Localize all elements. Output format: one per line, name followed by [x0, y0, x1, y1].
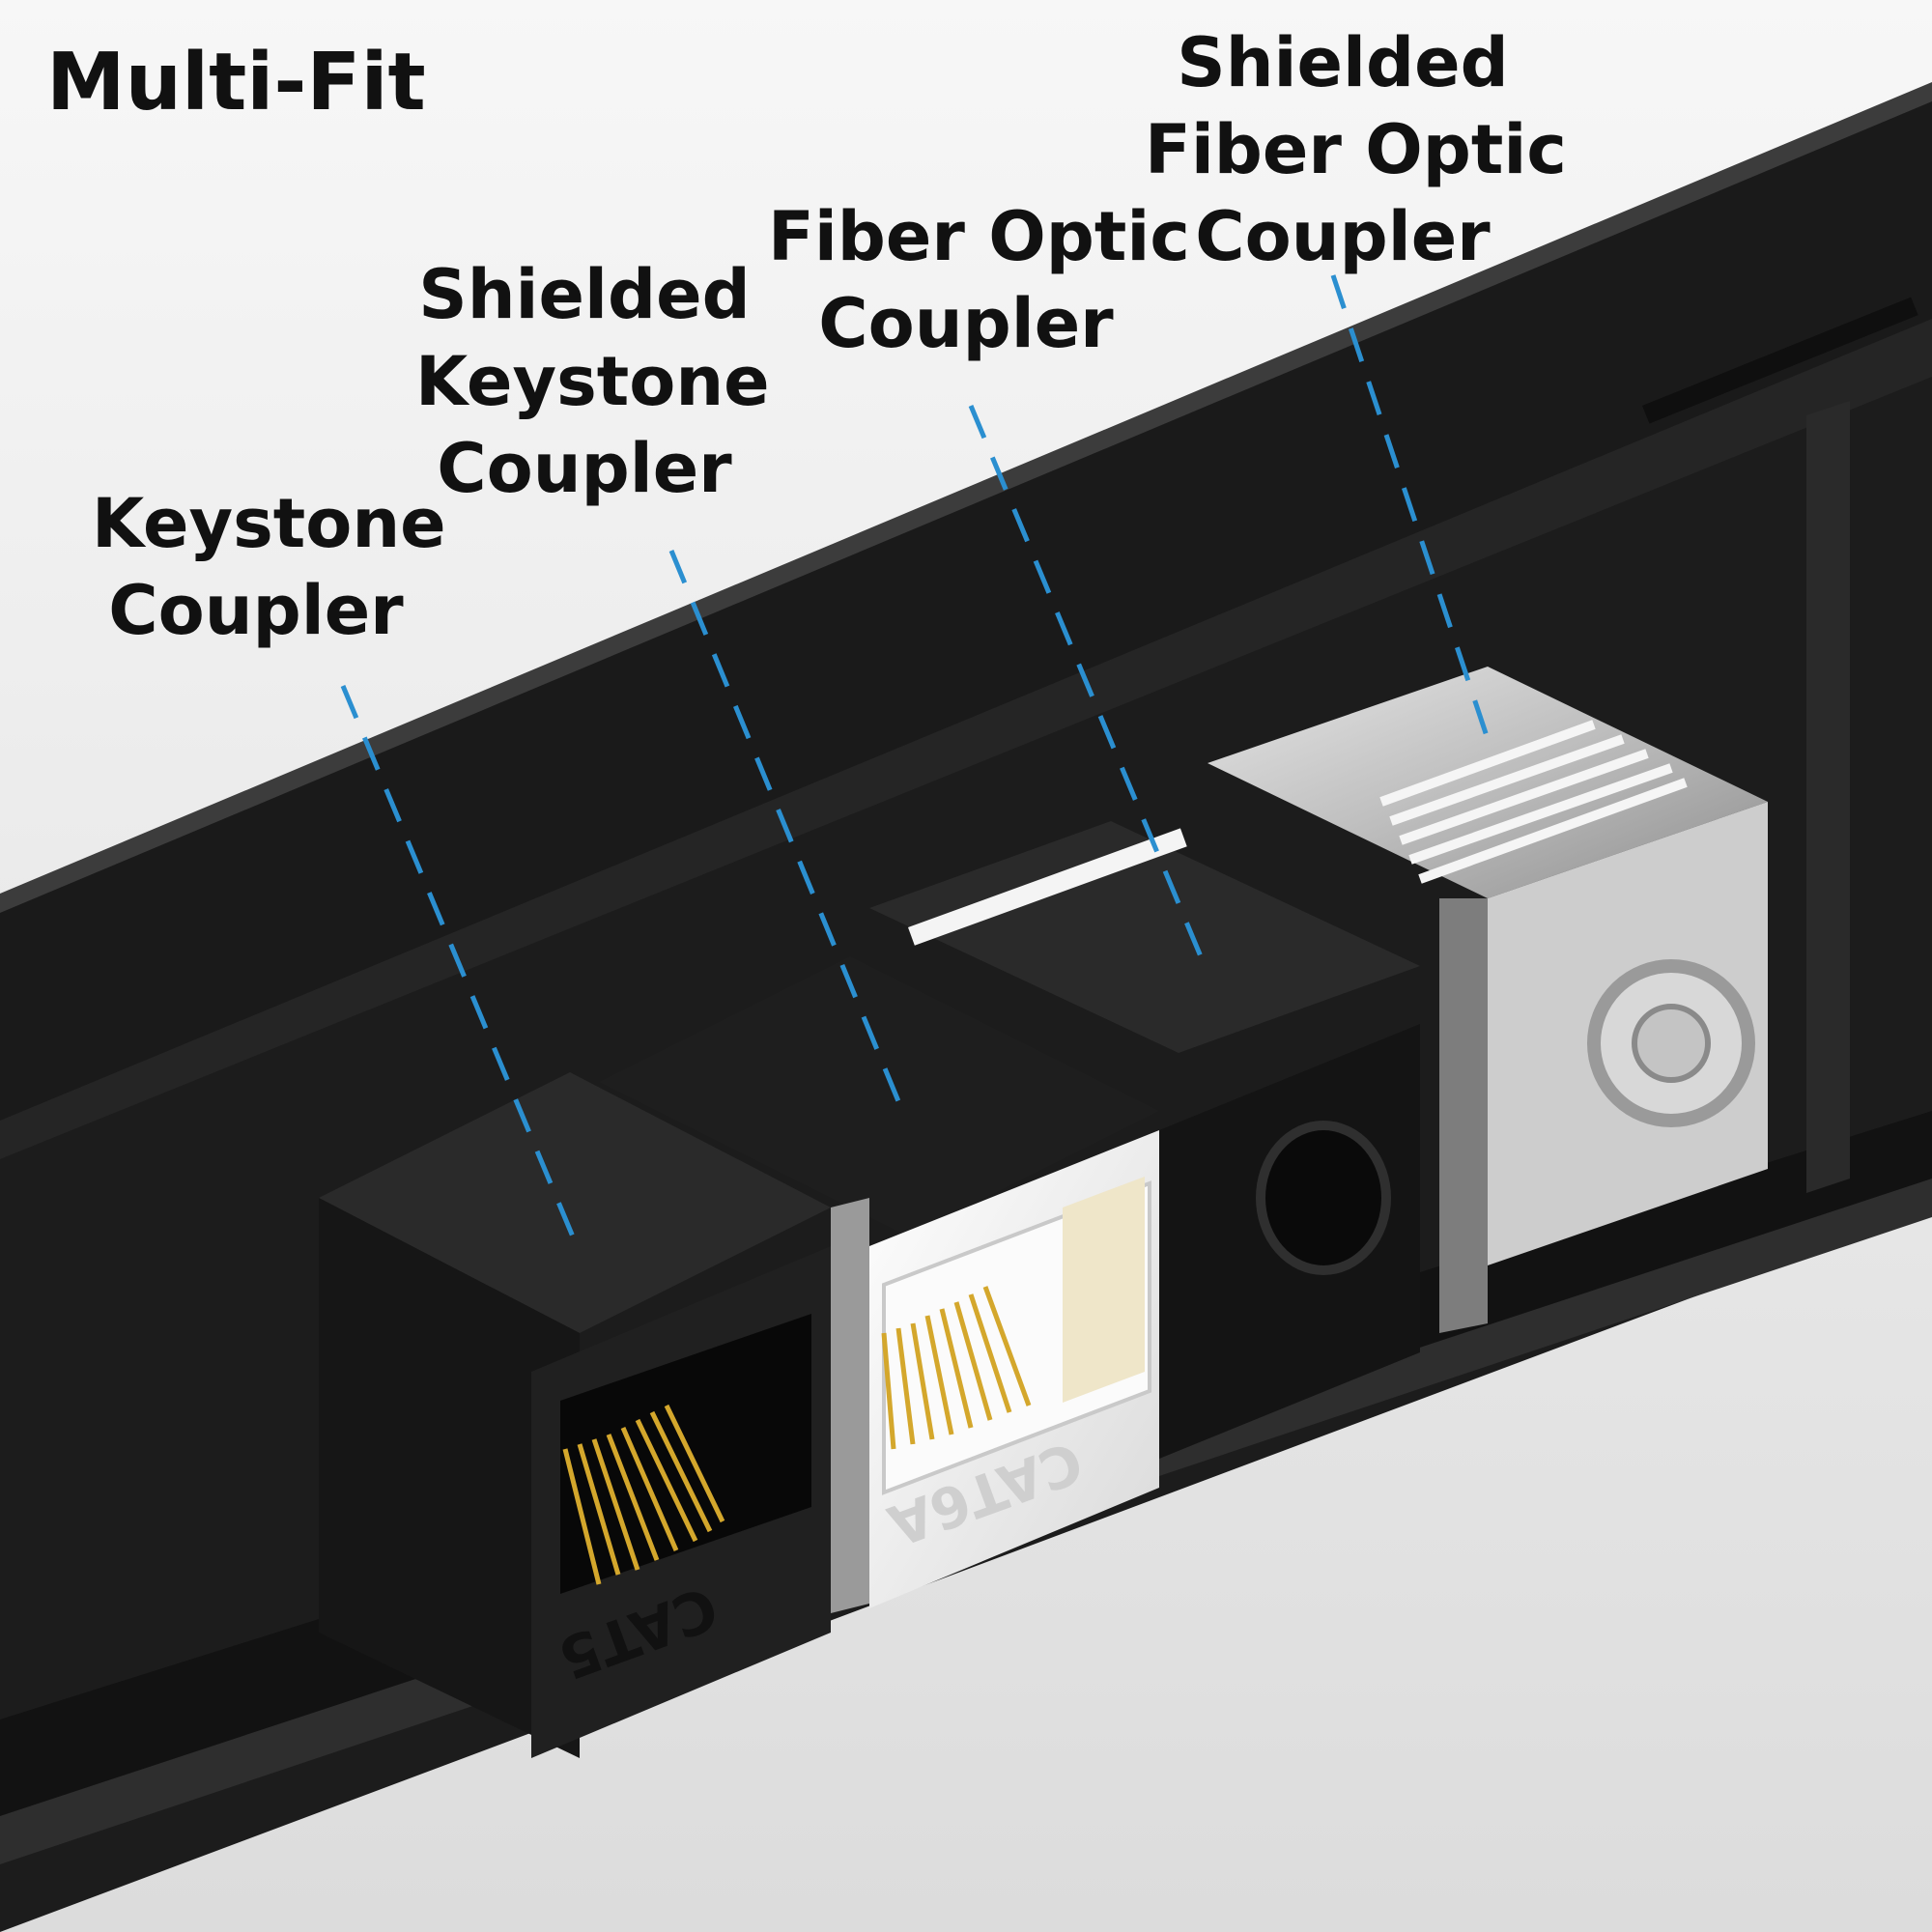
shielded-keystone-coupler: CAT6A — [599, 956, 1159, 1613]
keystone-coupler: CAT5 — [319, 1072, 831, 1758]
label-shielded-fiber-optic-coupler: Shielded Fiber Optic Coupler — [1145, 19, 1567, 280]
keystone-coupler-side — [319, 1198, 580, 1758]
shielded-fiber-bore — [1632, 1004, 1711, 1083]
label-line: Keystone — [415, 342, 770, 421]
rear-support — [1806, 401, 1850, 1193]
fiber-coupler-top — [869, 821, 1420, 1053]
label-line: Coupler — [818, 284, 1114, 363]
shielded-keystone-side — [831, 1198, 869, 1613]
label-fiber-optic-coupler: Fiber Optic Coupler — [768, 193, 1190, 367]
label-shielded-keystone-coupler: Shielded Keystone Coupler — [415, 251, 770, 512]
label-line: Shielded — [1177, 23, 1509, 102]
panel-top-rail — [0, 87, 1932, 1188]
shielded-fiber-optic-coupler — [1208, 667, 1768, 1333]
leader-lines — [340, 274, 1495, 1242]
label-line: Coupler — [437, 429, 732, 508]
label-line: Fiber Optic — [1145, 110, 1567, 189]
gold-contacts-cat5 — [562, 1404, 725, 1585]
label-line: Fiber Optic — [768, 197, 1190, 276]
shielded-fiber-side — [1439, 898, 1488, 1333]
panel-slot-bar — [1641, 297, 1918, 424]
label-keystone-coupler: Keystone Coupler — [92, 480, 446, 654]
fiber-optic-coupler — [869, 821, 1420, 1459]
leader-shielded-keystone — [668, 550, 901, 1102]
label-line: Coupler — [1195, 197, 1491, 276]
shielded-fiber-ridges — [1379, 720, 1688, 884]
leader-shielded-fiber-optic — [1330, 274, 1495, 754]
leader-fiber-optic — [968, 405, 1206, 962]
shielded-keystone-inner — [1063, 1177, 1145, 1403]
title: Multi-Fit — [46, 37, 426, 128]
label-line: Shielded — [418, 255, 751, 334]
panel-top-highlight — [0, 82, 1932, 913]
shielded-keystone-top — [599, 956, 1159, 1236]
label-line: Coupler — [108, 571, 404, 650]
keystone-coupler-top — [319, 1072, 831, 1333]
fiber-port-sleeve — [1256, 1121, 1391, 1275]
fiber-latch-highlight — [908, 828, 1187, 946]
leader-keystone — [340, 685, 578, 1242]
gold-contacts-cat6a — [881, 1286, 1032, 1450]
label-line: Keystone — [92, 484, 446, 563]
